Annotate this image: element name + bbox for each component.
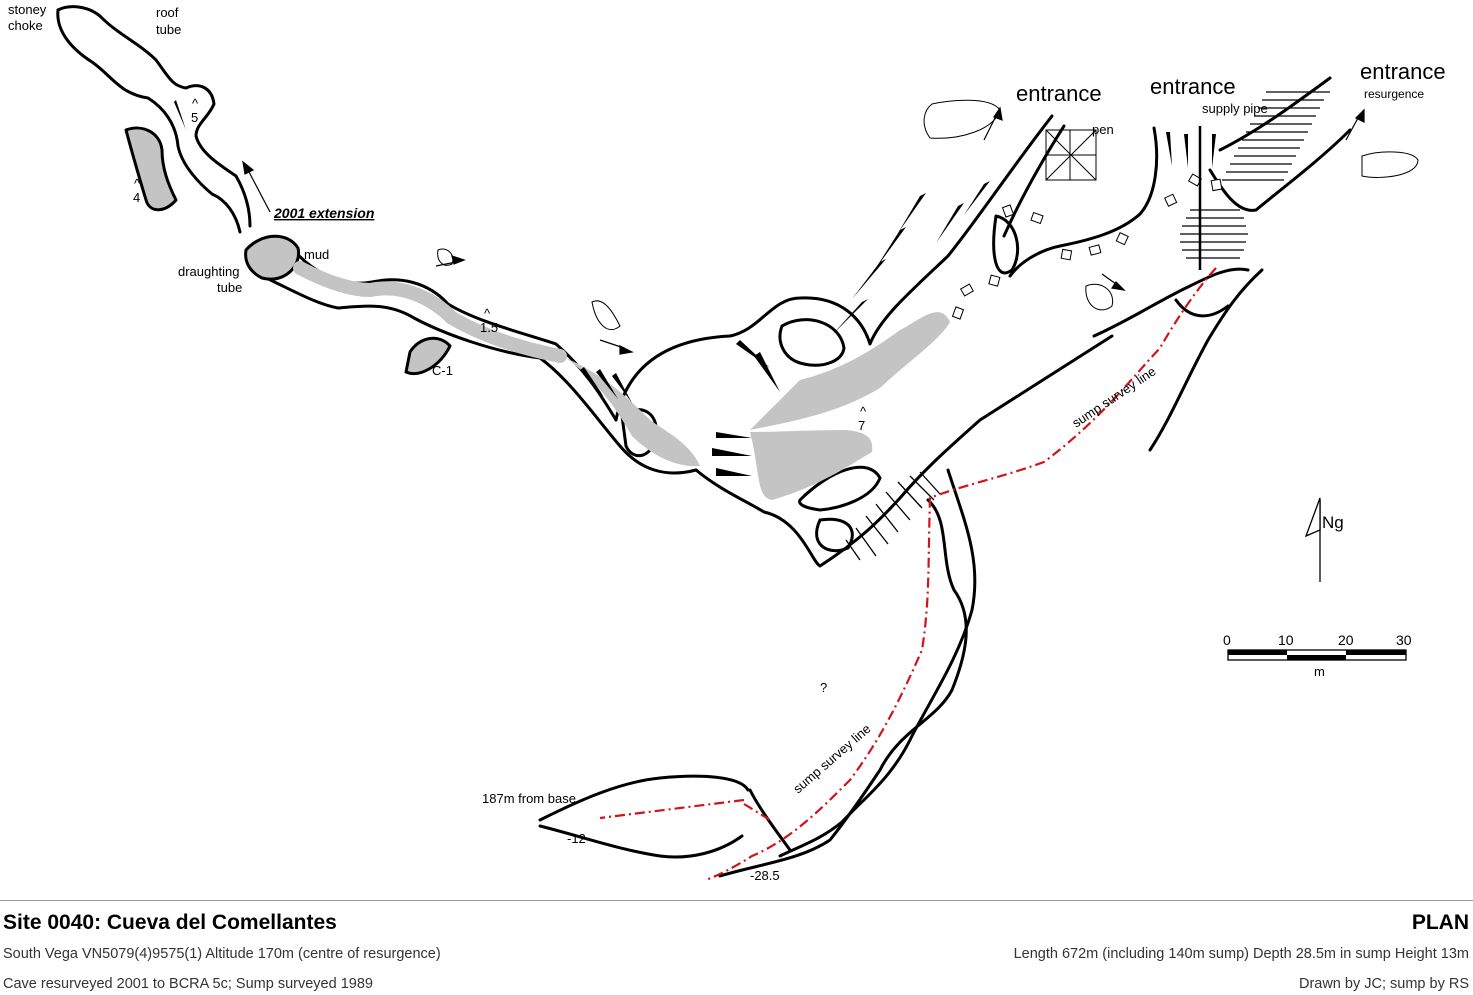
map-labels: stoney choke roof tube ^ 5 ^ 4 2001 exte… [8, 2, 1446, 883]
surface-outlines [437, 99, 1419, 331]
footer-divider [0, 900, 1473, 901]
label-question: ? [820, 680, 827, 695]
survey-info: Cave resurveyed 2001 to BCRA 5c; Sump su… [3, 976, 373, 992]
label-step-4: 4 [133, 190, 140, 205]
label-c1: C-1 [432, 363, 453, 378]
label-caret-7: ^ [860, 404, 867, 419]
cave-stats: Length 672m (including 140m sump) Depth … [1013, 946, 1469, 962]
drop-marks [174, 100, 1216, 476]
label-caret-5: ^ [192, 96, 199, 111]
label-depth-28-5: -28.5 [750, 868, 780, 883]
label-sump-survey-line-2: sump survey line [790, 721, 873, 796]
label-tube: tube [156, 22, 181, 37]
label-supply-pipe: supply pipe [1202, 101, 1268, 116]
cave-survey-plan: Ng 0 10 20 30 m stoney choke roof tube ^… [8, 2, 1446, 883]
north-label: Ng [1322, 513, 1344, 532]
scale-tick-10: 10 [1278, 632, 1294, 648]
scale-tick-20: 20 [1338, 632, 1354, 648]
label-step-1-5: 1.5 [480, 320, 498, 335]
label-caret-4: ^ [134, 176, 141, 191]
label-sump-survey-line-1: sump survey line [1069, 364, 1158, 431]
direction-arrows [242, 106, 1365, 355]
survey-title: Site 0040: Cueva del Comellantes [3, 911, 337, 934]
label-from-base: 187m from base [482, 791, 576, 806]
credits: Drawn by JC; sump by RS [1298, 976, 1469, 992]
label-entrance-3: entrance [1360, 59, 1446, 84]
passage-walls [56, 5, 1352, 878]
label-depth-12: -12 [567, 831, 586, 846]
scale-bar: 0 10 20 30 m [1223, 632, 1412, 679]
label-entrance-2: entrance [1150, 74, 1236, 99]
scale-tick-0: 0 [1223, 632, 1231, 648]
label-stoney: stoney [8, 2, 47, 17]
sump-survey-line [599, 267, 1217, 882]
north-arrow: Ng [1304, 497, 1344, 582]
view-label: PLAN [1411, 911, 1469, 934]
label-roof: roof [156, 5, 179, 20]
boulders [951, 173, 1223, 320]
label-step-5: 5 [191, 110, 198, 125]
slope-hatching [845, 91, 1330, 561]
location-info: South Vega VN5079(4)9575(1) Altitude 170… [3, 946, 441, 962]
label-choke: choke [8, 18, 43, 33]
label-pen: pen [1092, 122, 1114, 137]
label-step-7: 7 [858, 418, 865, 433]
scale-unit: m [1314, 664, 1325, 679]
label-resurgence: resurgence [1364, 87, 1424, 101]
label-draughting-tube: tube [217, 280, 242, 295]
label-mud: mud [304, 247, 329, 262]
label-caret-1-5: ^ [484, 306, 491, 321]
label-draughting: draughting [178, 264, 239, 279]
label-extension: 2001 extension [273, 205, 374, 221]
label-entrance-1: entrance [1016, 81, 1102, 106]
scale-tick-30: 30 [1396, 632, 1412, 648]
